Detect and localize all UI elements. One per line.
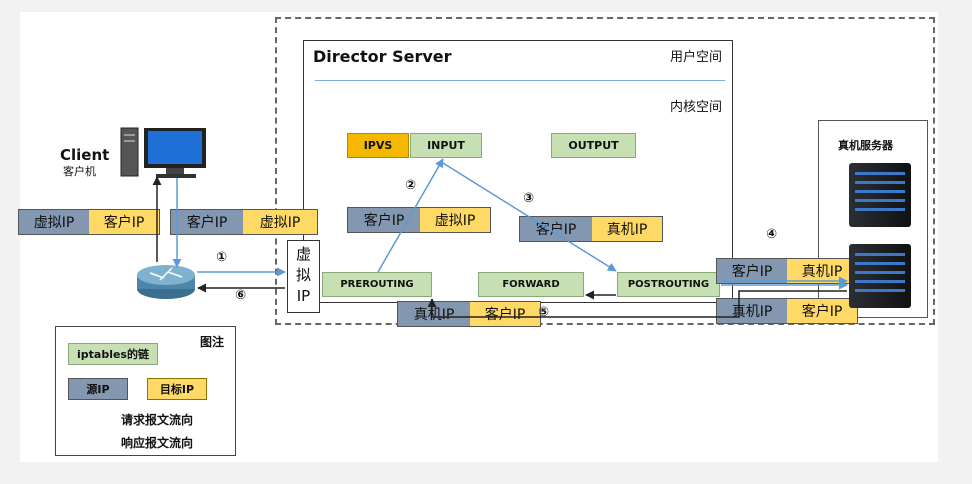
src-ip: 真机IP bbox=[717, 299, 787, 323]
user-space-label: 用户空间 bbox=[670, 50, 723, 65]
client-title: Client bbox=[60, 146, 110, 164]
src-ip: 虚拟IP bbox=[19, 210, 89, 234]
vip-line2: 拟 bbox=[295, 266, 311, 284]
space-divider bbox=[315, 80, 725, 81]
vip-line1: 虚 bbox=[295, 245, 311, 263]
server-icon-bottom bbox=[849, 244, 911, 308]
dst-ip: 客户IP bbox=[470, 302, 540, 326]
kernel-space-label: 内核空间 bbox=[670, 100, 723, 115]
legend-response-label: 响应报文流向 bbox=[121, 436, 194, 450]
step-5: ⑤ bbox=[538, 305, 550, 320]
dst-ip: 客户IP bbox=[787, 299, 857, 323]
step-2: ② bbox=[405, 178, 417, 193]
step-6: ⑥ bbox=[235, 288, 247, 303]
ip-label-left-mid: 客户IP 虚拟IP bbox=[170, 209, 318, 235]
legend-request-label: 请求报文流向 bbox=[121, 413, 194, 427]
src-ip: 客户IP bbox=[520, 217, 592, 241]
dst-ip: 客户IP bbox=[89, 210, 159, 234]
legend-chain-swatch: iptables的链 bbox=[68, 343, 158, 365]
server-icon-top bbox=[849, 163, 911, 227]
director-dashed-border bbox=[275, 17, 935, 325]
src-ip: 客户IP bbox=[171, 210, 243, 234]
ip-label-right-request: 客户IP 真机IP bbox=[716, 258, 858, 284]
dst-ip: 真机IP bbox=[592, 217, 662, 241]
chain-postrouting: POSTROUTING bbox=[617, 272, 720, 297]
step-4: ④ bbox=[766, 227, 778, 242]
ip-label-right-response: 真机IP 客户IP bbox=[716, 298, 858, 324]
client-subtitle: 客户机 bbox=[63, 165, 96, 178]
ip-label-left-top: 虚拟IP 客户IP bbox=[18, 209, 160, 235]
request-arrows bbox=[172, 158, 848, 290]
ip-label-step3: 客户IP 真机IP bbox=[519, 216, 663, 242]
step-1: ① bbox=[216, 250, 228, 265]
ip-label-step2: 客户IP 虚拟IP bbox=[347, 207, 491, 233]
legend-src-swatch: 源IP bbox=[68, 378, 128, 400]
director-title: Director Server bbox=[313, 47, 452, 66]
response-arrows bbox=[152, 176, 847, 318]
computer-icon bbox=[120, 127, 206, 178]
chain-output: OUTPUT bbox=[551, 133, 636, 158]
virtual-ip-box: 虚 拟 IP bbox=[287, 240, 320, 313]
router-icon bbox=[137, 265, 195, 299]
real-server-title: 真机服务器 bbox=[838, 139, 893, 152]
step-3: ③ bbox=[523, 191, 535, 206]
chain-forward: FORWARD bbox=[478, 272, 584, 297]
chain-prerouting: PREROUTING bbox=[322, 272, 432, 297]
ip-label-bottom-response: 真机IP 客户IP bbox=[397, 301, 541, 327]
chain-ipvs: IPVS bbox=[347, 133, 409, 158]
legend-title: 图注 bbox=[200, 335, 225, 349]
dst-ip: 虚拟IP bbox=[420, 208, 490, 232]
chain-input: INPUT bbox=[410, 133, 482, 158]
src-ip: 客户IP bbox=[717, 259, 787, 283]
legend-dst-swatch: 目标IP bbox=[147, 378, 207, 400]
vip-line3: IP bbox=[296, 287, 311, 305]
dst-ip: 虚拟IP bbox=[243, 210, 317, 234]
